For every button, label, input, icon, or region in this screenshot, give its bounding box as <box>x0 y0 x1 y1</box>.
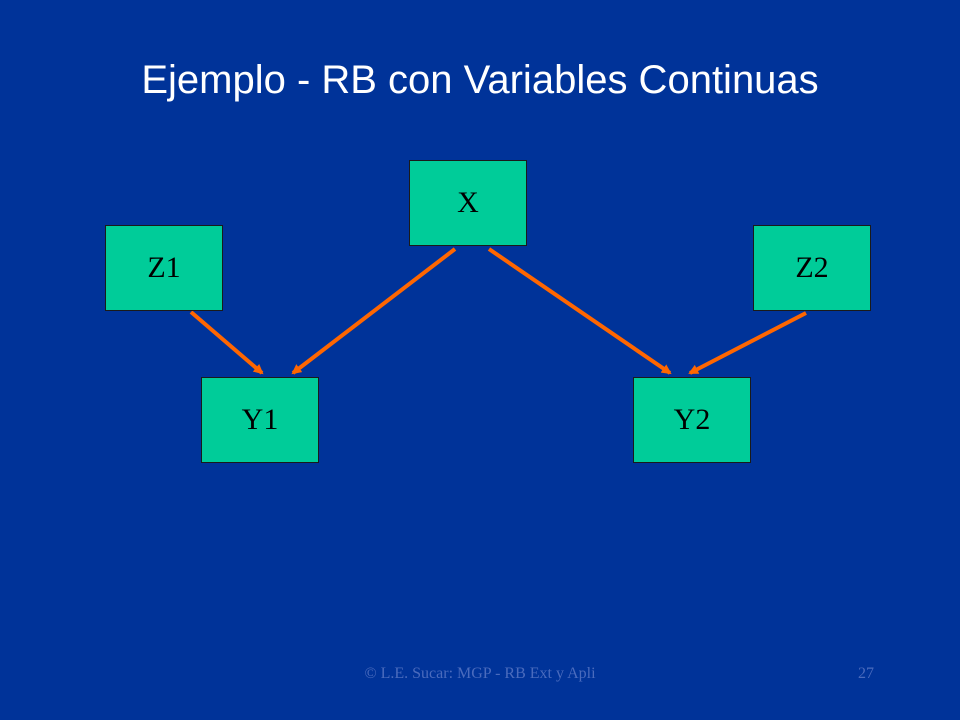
node-y1: Y1 <box>201 377 319 463</box>
node-x: X <box>409 160 527 246</box>
node-y2: Y2 <box>633 377 751 463</box>
footer-credit: © L.E. Sucar: MGP - RB Ext y Apli <box>364 665 596 682</box>
slide-title: Ejemplo - RB con Variables Continuas <box>141 58 819 102</box>
page-number: 27 <box>858 665 874 682</box>
edge-x-y2 <box>487 247 672 375</box>
node-z2: Z2 <box>753 225 871 311</box>
edge-z1-y1 <box>189 310 264 375</box>
node-z1: Z1 <box>105 225 223 311</box>
edge-z2-y2 <box>688 311 807 375</box>
edge-x-y1 <box>291 247 457 375</box>
